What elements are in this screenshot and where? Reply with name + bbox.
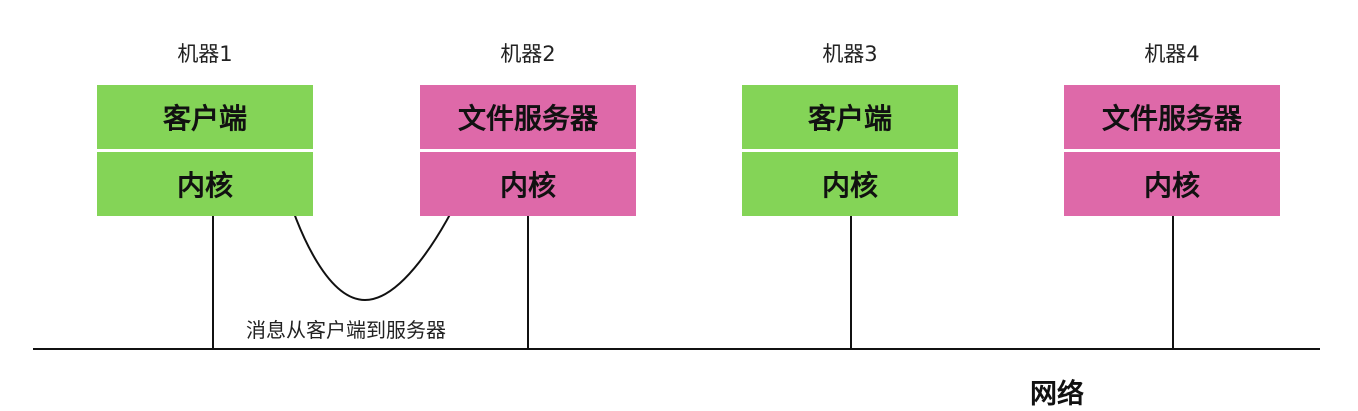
- machine-box-4: 文件服务器 内核: [1064, 85, 1280, 216]
- machine-label-4: 机器4: [1144, 42, 1200, 66]
- box-divider: [1064, 149, 1280, 152]
- network-label: 网络: [1030, 379, 1084, 410]
- machine-box-3: 客户端 内核: [742, 85, 958, 216]
- machine-4-service: 文件服务器: [1064, 85, 1280, 149]
- machine-1-service: 客户端: [97, 85, 313, 149]
- box-divider: [420, 149, 636, 152]
- machine-2-service: 文件服务器: [420, 85, 636, 149]
- message-label: 消息从客户端到服务器: [246, 314, 446, 343]
- message-arrow: [281, 172, 471, 302]
- machine-label-2: 机器2: [500, 42, 556, 66]
- box-divider: [97, 149, 313, 152]
- machine-box-2: 文件服务器 内核: [420, 85, 636, 216]
- machine-3-kernel: 内核: [742, 152, 958, 216]
- machine-2-kernel: 内核: [420, 152, 636, 216]
- machine-1-kernel: 内核: [97, 152, 313, 216]
- machine-label-1: 机器1: [177, 42, 233, 66]
- machine-label-3: 机器3: [822, 42, 878, 66]
- machine-4-kernel: 内核: [1064, 152, 1280, 216]
- machine-box-1: 客户端 内核: [97, 85, 313, 216]
- machine-3-service: 客户端: [742, 85, 958, 149]
- box-divider: [742, 149, 958, 152]
